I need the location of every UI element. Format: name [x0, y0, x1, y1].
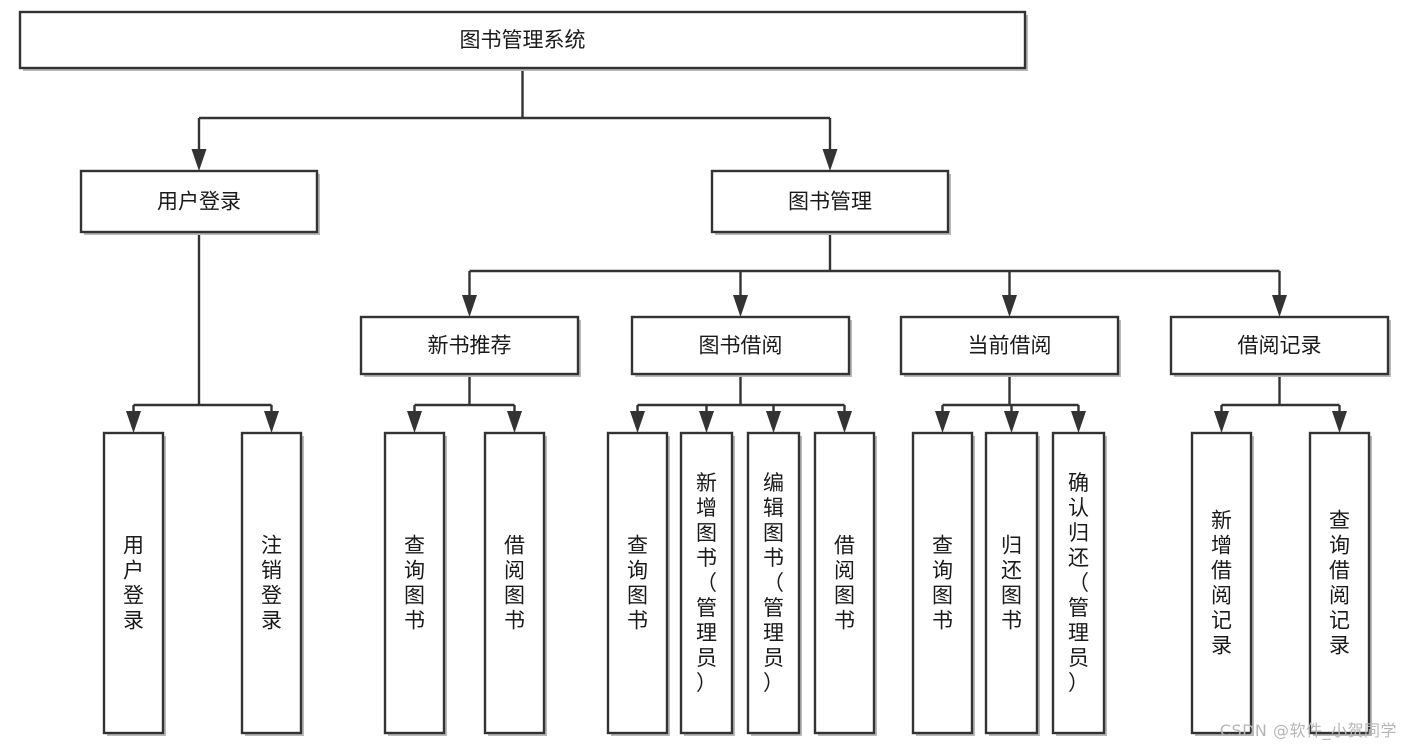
connector-group-book-manage	[462, 232, 1287, 317]
node-leaf-add-record[interactable]: 新增借阅记录	[1190, 431, 1254, 736]
node-leaf-borrow-book-2[interactable]: 借阅图书	[813, 431, 877, 736]
node-rect[interactable]	[102, 431, 165, 735]
node-label: 新增借阅记录	[1211, 509, 1232, 658]
node-rect[interactable]	[1051, 431, 1106, 735]
arrow-head-icon	[822, 149, 838, 171]
node-leaf-return-book[interactable]: 归还图书	[984, 431, 1040, 736]
node-user-login[interactable]: 用户登录	[79, 169, 320, 235]
arrow-head-icon	[1071, 411, 1086, 433]
node-rect[interactable]	[899, 315, 1120, 376]
node-rect[interactable]	[984, 431, 1039, 735]
connector-group-new-book-recommend	[407, 374, 522, 433]
node-label: 查询图书	[627, 534, 648, 633]
arrow-head-icon	[837, 411, 852, 433]
arrow-head-icon	[1272, 295, 1287, 317]
arrow-head-icon	[766, 411, 781, 433]
arrow-head-icon	[1004, 411, 1019, 433]
node-label: 新增图书（管理员）	[696, 471, 717, 695]
node-rect[interactable]	[483, 431, 546, 735]
arrow-head-icon	[935, 411, 950, 433]
watermark-text: CSDN @软件_小贺同学	[1219, 721, 1397, 740]
node-rect[interactable]	[79, 169, 319, 234]
node-leaf-query-book-1[interactable]: 查询图书	[383, 431, 447, 736]
node-layer: 图书管理系统用户登录图书管理新书推荐图书借阅当前借阅借阅记录用户登录注销登录查询…	[18, 10, 1391, 736]
arrow-head-icon	[507, 411, 522, 433]
node-leaf-query-book-2[interactable]: 查询图书	[606, 431, 670, 736]
node-rect[interactable]	[911, 431, 974, 735]
arrow-head-icon	[264, 411, 279, 433]
node-label: 查询图书	[404, 534, 425, 633]
node-book-manage[interactable]: 图书管理	[710, 169, 951, 235]
arrow-head-icon	[733, 295, 748, 317]
node-label: 用户登录	[157, 190, 241, 214]
node-label: 归还图书	[1001, 534, 1022, 633]
node-rect[interactable]	[606, 431, 669, 735]
node-leaf-logout[interactable]: 注销登录	[240, 431, 304, 736]
connector-group-borrow-record	[1214, 374, 1347, 433]
arrow-head-icon	[126, 411, 141, 433]
arrow-head-icon	[1332, 411, 1347, 433]
node-rect[interactable]	[1308, 431, 1371, 735]
node-label: 当前借阅	[968, 334, 1052, 358]
node-label: 借阅图书	[834, 534, 855, 633]
node-rect[interactable]	[359, 315, 580, 376]
node-rect[interactable]	[710, 169, 950, 234]
node-rect[interactable]	[18, 10, 1027, 70]
arrow-head-icon	[407, 411, 422, 433]
arrow-head-icon	[462, 295, 477, 317]
arrow-head-icon	[699, 411, 714, 433]
node-label: 注销登录	[261, 534, 282, 633]
node-rect[interactable]	[813, 431, 876, 735]
arrow-head-icon	[1002, 295, 1017, 317]
node-leaf-confirm-return[interactable]: 确认归还（管理员）	[1051, 431, 1107, 736]
node-leaf-edit-book[interactable]: 编辑图书（管理员）	[746, 431, 802, 736]
node-leaf-user-login[interactable]: 用户登录	[102, 431, 166, 736]
node-label: 图书借阅	[699, 334, 783, 358]
node-label: 图书管理系统	[460, 28, 586, 52]
arrow-head-icon	[1214, 411, 1229, 433]
node-rect[interactable]	[1190, 431, 1253, 735]
node-rect[interactable]	[630, 315, 851, 376]
connector-group-user-login	[126, 232, 279, 433]
connector-layer	[126, 68, 1347, 433]
arrow-head-icon	[630, 411, 645, 433]
node-rect[interactable]	[1169, 315, 1390, 376]
node-current-borrow[interactable]: 当前借阅	[899, 315, 1121, 377]
node-label: 图书管理	[788, 190, 872, 214]
node-leaf-add-book[interactable]: 新增图书（管理员）	[679, 431, 735, 736]
node-rect[interactable]	[679, 431, 734, 735]
node-leaf-query-book-3[interactable]: 查询图书	[911, 431, 975, 736]
node-label: 查询借阅记录	[1329, 509, 1350, 658]
node-rect[interactable]	[240, 431, 303, 735]
node-label: 借阅记录	[1238, 334, 1322, 358]
node-label: 确认归还（管理员）	[1068, 471, 1089, 695]
node-leaf-borrow-book-1[interactable]: 借阅图书	[483, 431, 547, 736]
node-label: 用户登录	[123, 534, 144, 633]
arrow-head-icon	[191, 149, 207, 171]
node-leaf-query-record[interactable]: 查询借阅记录	[1308, 431, 1372, 736]
node-label: 编辑图书（管理员）	[763, 471, 784, 695]
node-label: 查询图书	[932, 534, 953, 633]
node-new-book-recommend[interactable]: 新书推荐	[359, 315, 581, 377]
node-rect[interactable]	[746, 431, 801, 735]
node-book-borrow[interactable]: 图书借阅	[630, 315, 852, 377]
connector-group-current-borrow	[935, 374, 1086, 433]
node-root[interactable]: 图书管理系统	[18, 10, 1028, 71]
node-label: 借阅图书	[504, 534, 525, 633]
node-rect[interactable]	[383, 431, 446, 735]
node-label: 新书推荐	[428, 334, 512, 358]
connector-group-book-borrow	[630, 374, 852, 433]
node-borrow-record[interactable]: 借阅记录	[1169, 315, 1391, 377]
connector-group-root	[191, 68, 838, 171]
